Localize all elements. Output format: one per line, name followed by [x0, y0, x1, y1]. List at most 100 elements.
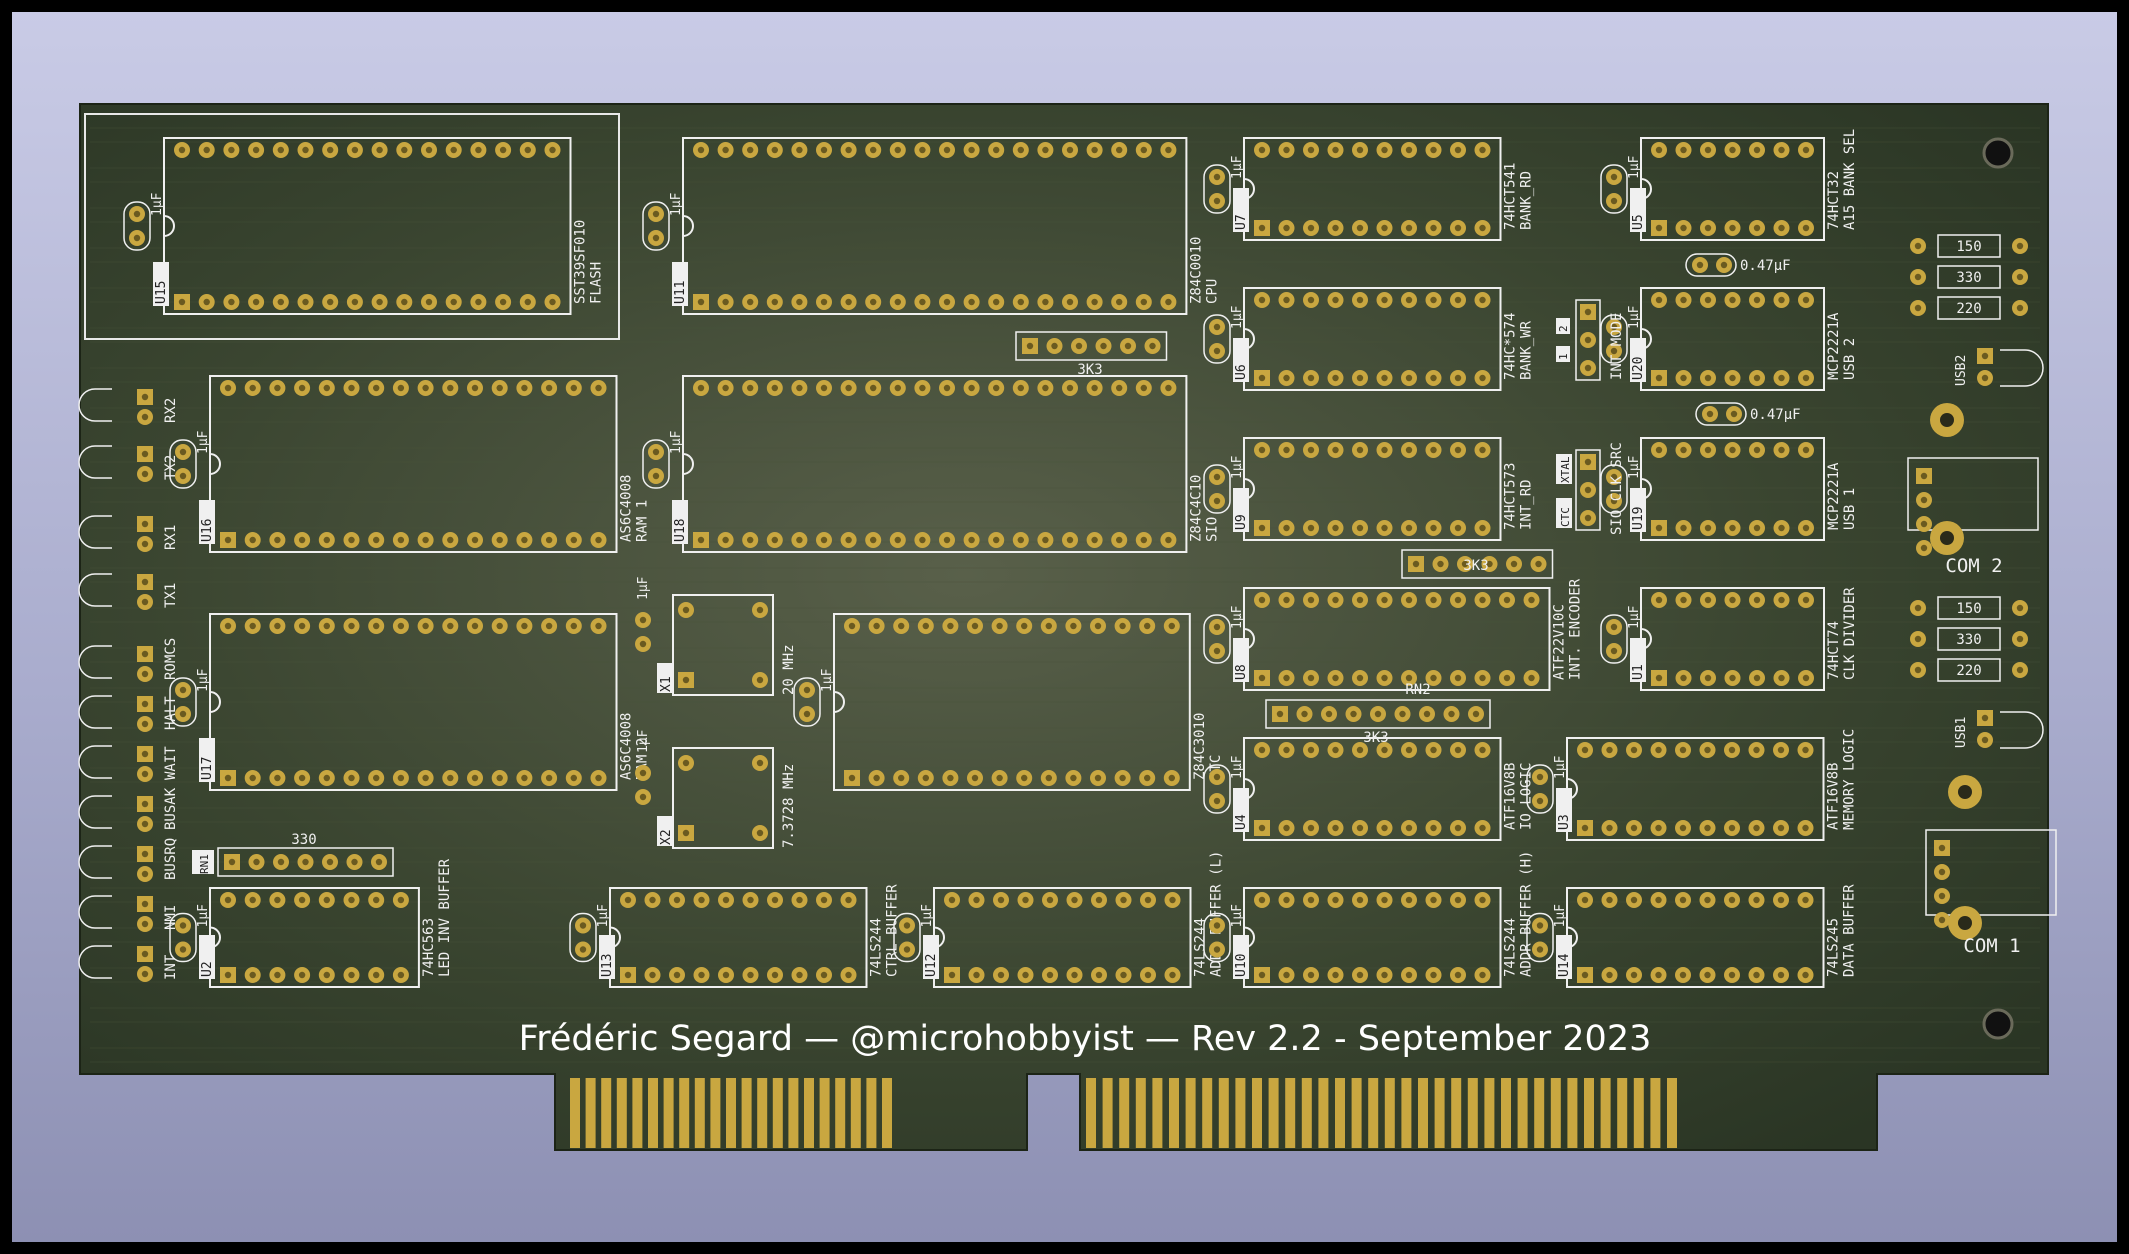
- pad-hole: [348, 896, 355, 904]
- pad-hole: [1283, 224, 1290, 232]
- chip-ref: U9: [1234, 514, 1249, 530]
- pad-hole: [1680, 596, 1687, 604]
- pad-hole: [2016, 242, 2024, 250]
- com-connector-2: COM 1: [1925, 775, 2057, 957]
- pad-hole: [919, 298, 926, 306]
- pad-hole: [1778, 296, 1785, 304]
- pad-hole: [141, 870, 149, 878]
- ref-background: [199, 738, 215, 782]
- pad-hole: [1307, 746, 1315, 754]
- pad-hole: [249, 536, 256, 544]
- resistor-body: [1937, 265, 2001, 289]
- pad-hole: [298, 774, 306, 782]
- pad-hole: [1283, 296, 1290, 304]
- pad-hole: [141, 970, 149, 978]
- edge-finger: [1335, 1078, 1345, 1148]
- pad-hole: [447, 622, 454, 630]
- pad-hole: [179, 922, 187, 929]
- usb-label: USB2: [1954, 355, 1969, 386]
- ref-background: [1233, 638, 1249, 682]
- pad-hole: [302, 298, 309, 306]
- pad-hole: [224, 384, 232, 392]
- pad-hole: [1213, 647, 1221, 655]
- edge-finger: [1667, 1078, 1677, 1148]
- led-outline: [78, 645, 112, 679]
- pad-hole: [1802, 596, 1810, 604]
- pad-hole: [1430, 224, 1437, 232]
- pad-hole: [1017, 384, 1024, 392]
- pad-hole: [922, 622, 929, 630]
- edge-finger: [1086, 1078, 1096, 1148]
- chip-part: Z84C0010: [1188, 237, 1204, 304]
- pad-hole: [1706, 410, 1714, 418]
- pad-hole: [496, 774, 503, 782]
- chip-part: MCP2221A: [1826, 462, 1842, 530]
- pad-hole: [1258, 824, 1266, 832]
- pad-hole: [499, 298, 507, 306]
- cap-value: 1µF: [669, 192, 684, 216]
- pad-hole: [1679, 971, 1687, 979]
- pad-hole: [1655, 224, 1663, 232]
- pad-hole: [1169, 971, 1176, 979]
- cap-outline: [1600, 614, 1628, 664]
- rn-ref: RN2: [1405, 682, 1430, 698]
- pad-hole: [1213, 623, 1221, 631]
- resistor-network-top: 3K3: [1015, 331, 1168, 378]
- pad-hole: [450, 146, 457, 154]
- chip-outline: [209, 613, 618, 791]
- led-label: BUSAK: [163, 787, 179, 830]
- chip-part: 74LS245: [1826, 918, 1842, 977]
- chip-ref: U4: [1234, 814, 1249, 830]
- cap-outline: [1203, 464, 1231, 514]
- rn-outline: [1401, 549, 1554, 579]
- chip-function: RAM 1: [635, 500, 651, 542]
- pad-hole: [327, 298, 334, 306]
- pad-hole: [845, 298, 852, 306]
- cap-value: 1µF: [636, 576, 651, 600]
- led-label: ROMCS: [163, 638, 179, 680]
- pad-hole: [1430, 971, 1437, 979]
- pad-hole: [1610, 623, 1618, 631]
- pad-hole: [894, 384, 901, 392]
- pad-hole: [376, 146, 383, 154]
- pad-hole: [524, 146, 531, 154]
- cap-value: 1µF: [1230, 455, 1245, 479]
- cap-value: 1µF: [669, 430, 684, 454]
- pad-hole: [1140, 384, 1148, 392]
- ref-background: [657, 816, 673, 846]
- pad-hole: [1091, 536, 1098, 544]
- pad-hole: [570, 774, 577, 782]
- edge-finger: [1202, 1078, 1213, 1148]
- pad-hole: [323, 384, 330, 392]
- mounting-hole: [1982, 137, 2014, 169]
- edge-finger: [1384, 1078, 1395, 1148]
- pad-hole: [1258, 224, 1266, 232]
- edge-finger: [1169, 1078, 1179, 1148]
- pad-hole: [1454, 596, 1462, 604]
- pad-hole: [1630, 896, 1638, 904]
- pad-hole: [1728, 746, 1736, 754]
- pad-hole: [1777, 971, 1785, 979]
- pad-hole: [1753, 896, 1760, 904]
- cap-value: 1µF: [1553, 755, 1568, 779]
- pad-hole: [1022, 896, 1029, 904]
- led-label: NMI: [163, 905, 179, 930]
- ref-background: [1630, 188, 1646, 232]
- pad-hole: [1091, 146, 1098, 154]
- pad-hole: [179, 686, 187, 694]
- edge-finger: [1235, 1078, 1246, 1148]
- pad-hole: [1729, 296, 1736, 304]
- pad-hole: [771, 384, 778, 392]
- pad-hole: [274, 896, 281, 904]
- pad-hole: [1753, 596, 1761, 604]
- pad-hole: [1454, 971, 1462, 979]
- ref-background: [1233, 788, 1249, 832]
- pad-hole: [302, 858, 309, 866]
- pad-hole: [1679, 746, 1687, 754]
- edge-finger: [1600, 1078, 1611, 1148]
- pad-hole: [274, 384, 281, 392]
